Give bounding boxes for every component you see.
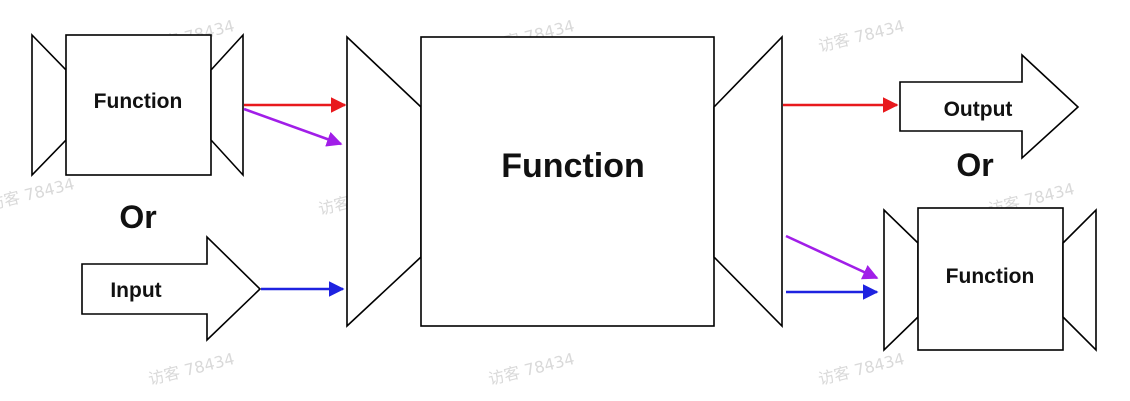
watermark-text: 访客 78434 [816, 349, 906, 389]
right-function-output-flare [1062, 208, 1097, 352]
input-label: Input [110, 279, 161, 302]
center-function-label: Function [501, 147, 645, 185]
output-label: Output [944, 98, 1013, 121]
watermark-text: 访客 78434 [0, 174, 76, 214]
output-block-arrow: Output [899, 53, 1080, 160]
right-function-input-flare [883, 208, 919, 352]
right-function-block: Function [883, 207, 1097, 352]
left-function-input-flare [31, 33, 67, 177]
left-function-output-flare [210, 32, 244, 178]
watermark-text: 访客 78434 [146, 349, 236, 389]
watermark-text: 访客 78434 [486, 349, 576, 389]
right-purple-arrow [785, 234, 879, 280]
left-function-block: Function [31, 32, 244, 178]
connector-arrows [243, 97, 899, 300]
center-output-flare [713, 35, 783, 328]
right-or-label: Or [956, 147, 993, 183]
right-function-label: Function [946, 265, 1035, 288]
output-arrow-shape [899, 53, 1080, 160]
center-function-block: Function [346, 35, 783, 328]
left-purple-arrow [243, 107, 343, 147]
input-block-arrow: Input [81, 235, 262, 342]
center-input-flare [346, 35, 422, 328]
right-function-box [917, 207, 1064, 351]
left-or-label: Or [119, 199, 156, 235]
input-arrow-shape [81, 235, 262, 342]
left-function-label: Function [94, 90, 183, 113]
watermark-text: 访客 78434 [816, 16, 906, 56]
